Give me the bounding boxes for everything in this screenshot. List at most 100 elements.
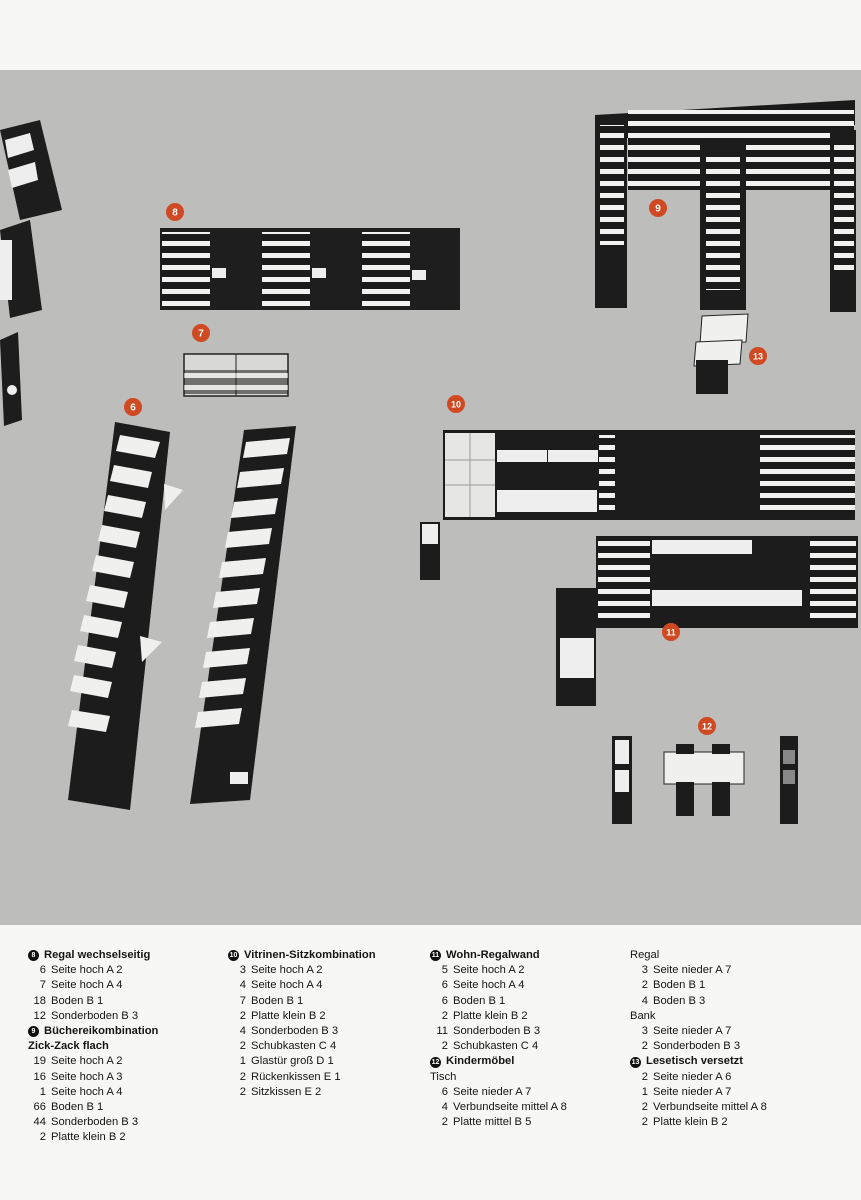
item-name: Seite hoch A 2 [251, 964, 323, 977]
edge-units [0, 120, 62, 426]
item-quantity: 2 [641, 1116, 648, 1129]
legend-item: 2 Platte klein B 2 [28, 1130, 158, 1145]
item-name: Platte klein B 2 [51, 1131, 126, 1144]
item-name: Seite hoch A 3 [51, 1070, 123, 1083]
item-name: Seite nieder A 7 [453, 1085, 532, 1098]
item-name: Sonderboden B 3 [51, 1116, 139, 1129]
legend-subgroup-label: Regal [630, 949, 660, 961]
item-quantity: 2 [441, 1116, 448, 1129]
item-quantity: 2 [39, 1131, 46, 1144]
item-quantity: 4 [239, 979, 246, 992]
unit-13-lesetisch [693, 313, 749, 394]
item-name: Glastür groß D 1 [251, 1055, 334, 1068]
item-quantity: 1 [39, 1085, 46, 1098]
item-name: Boden B 1 [51, 1101, 104, 1114]
item-quantity: 19 [33, 1055, 46, 1068]
marker-13: 13 [753, 352, 763, 362]
item-name: Platte klein B 2 [251, 1009, 326, 1022]
legend-item: 2 Platte klein B 2 [630, 1115, 767, 1130]
item-name: Seite hoch A 4 [453, 979, 525, 992]
item-name: Platte klein B 2 [453, 1009, 528, 1022]
item-quantity: 2 [239, 1040, 246, 1053]
item-quantity: 2 [641, 1070, 648, 1083]
legend-group-title: Vitrinen-Sitzkombination [244, 949, 376, 961]
legend-item: 16 Seite hoch A 3 [28, 1070, 158, 1085]
unit-7 [183, 353, 289, 397]
legend-number-badge: 13 [630, 1056, 641, 1068]
item-quantity: 5 [441, 964, 448, 977]
item-quantity: 6 [441, 994, 448, 1007]
item-quantity: 7 [239, 994, 246, 1007]
item-quantity: 3 [641, 1025, 648, 1038]
item-quantity: 3 [239, 964, 246, 977]
marker-12: 12 [702, 722, 712, 732]
item-quantity: 2 [641, 1040, 648, 1053]
legend-group-title: Wohn-Regalwand [446, 949, 540, 961]
marker-6: 6 [130, 403, 136, 414]
legend-group-heading: 10 Vitrinen-Sitzkombination [228, 948, 376, 963]
legend-item: 2 Sitzkissen E 2 [228, 1085, 376, 1100]
item-name: Verbundseite mittel A 8 [653, 1101, 767, 1114]
item-quantity: 2 [239, 1009, 246, 1022]
item-name: Boden B 1 [51, 994, 104, 1007]
item-name: Boden B 1 [251, 994, 304, 1007]
item-name: Sonderboden B 3 [453, 1025, 541, 1038]
legend-item: 18 Boden B 1 [28, 994, 158, 1009]
item-quantity: 2 [441, 1040, 448, 1053]
legend-item: 19 Seite hoch A 2 [28, 1054, 158, 1069]
item-quantity: 2 [239, 1070, 246, 1083]
item-quantity: 6 [39, 964, 46, 977]
unit-11-wohnregal [556, 536, 858, 706]
item-name: Sitzkissen E 2 [251, 1085, 322, 1098]
item-name: Seite nieder A 7 [653, 1085, 732, 1098]
item-quantity: 2 [239, 1085, 246, 1098]
legend-number-badge: 11 [430, 950, 441, 962]
legend-group-title: Büchereikombination [44, 1025, 159, 1038]
legend-number-badge: 8 [28, 950, 39, 962]
item-name: Seite nieder A 6 [653, 1070, 732, 1083]
item-quantity: 16 [33, 1070, 46, 1083]
legend-item: 66 Boden B 1 [28, 1100, 158, 1115]
item-quantity: 4 [239, 1025, 246, 1038]
item-quantity: 12 [33, 1009, 46, 1022]
legend-item: 2 Platte klein B 2 [228, 1009, 376, 1024]
legend-number-badge: 10 [228, 950, 239, 962]
item-quantity: 66 [33, 1101, 46, 1114]
legend-group-heading: 9 Büchereikombination [28, 1024, 158, 1039]
legend-item: 2 Seite nieder A 6 [630, 1070, 767, 1085]
marker-10: 10 [451, 400, 461, 410]
legend-number-badge: 9 [28, 1026, 39, 1038]
legend-item: 7 Boden B 1 [228, 994, 376, 1009]
item-quantity: 18 [33, 994, 46, 1007]
item-quantity: 2 [641, 1101, 648, 1114]
item-name: Seite hoch A 2 [453, 964, 525, 977]
item-quantity: 3 [641, 964, 648, 977]
item-name: Platte klein B 2 [653, 1116, 728, 1129]
item-name: Sonderboden B 3 [653, 1040, 741, 1053]
unit-6-zickzack [68, 422, 296, 810]
item-name: Seite hoch A 2 [51, 964, 123, 977]
item-name: Sonderboden B 3 [251, 1025, 339, 1038]
item-name: Seite hoch A 2 [51, 1055, 123, 1068]
item-name: Seite nieder A 7 [653, 1025, 732, 1038]
legend-column-2: 10 Vitrinen-Sitzkombination 3 Seite hoch A … [228, 948, 376, 1100]
item-quantity: 4 [641, 994, 648, 1007]
